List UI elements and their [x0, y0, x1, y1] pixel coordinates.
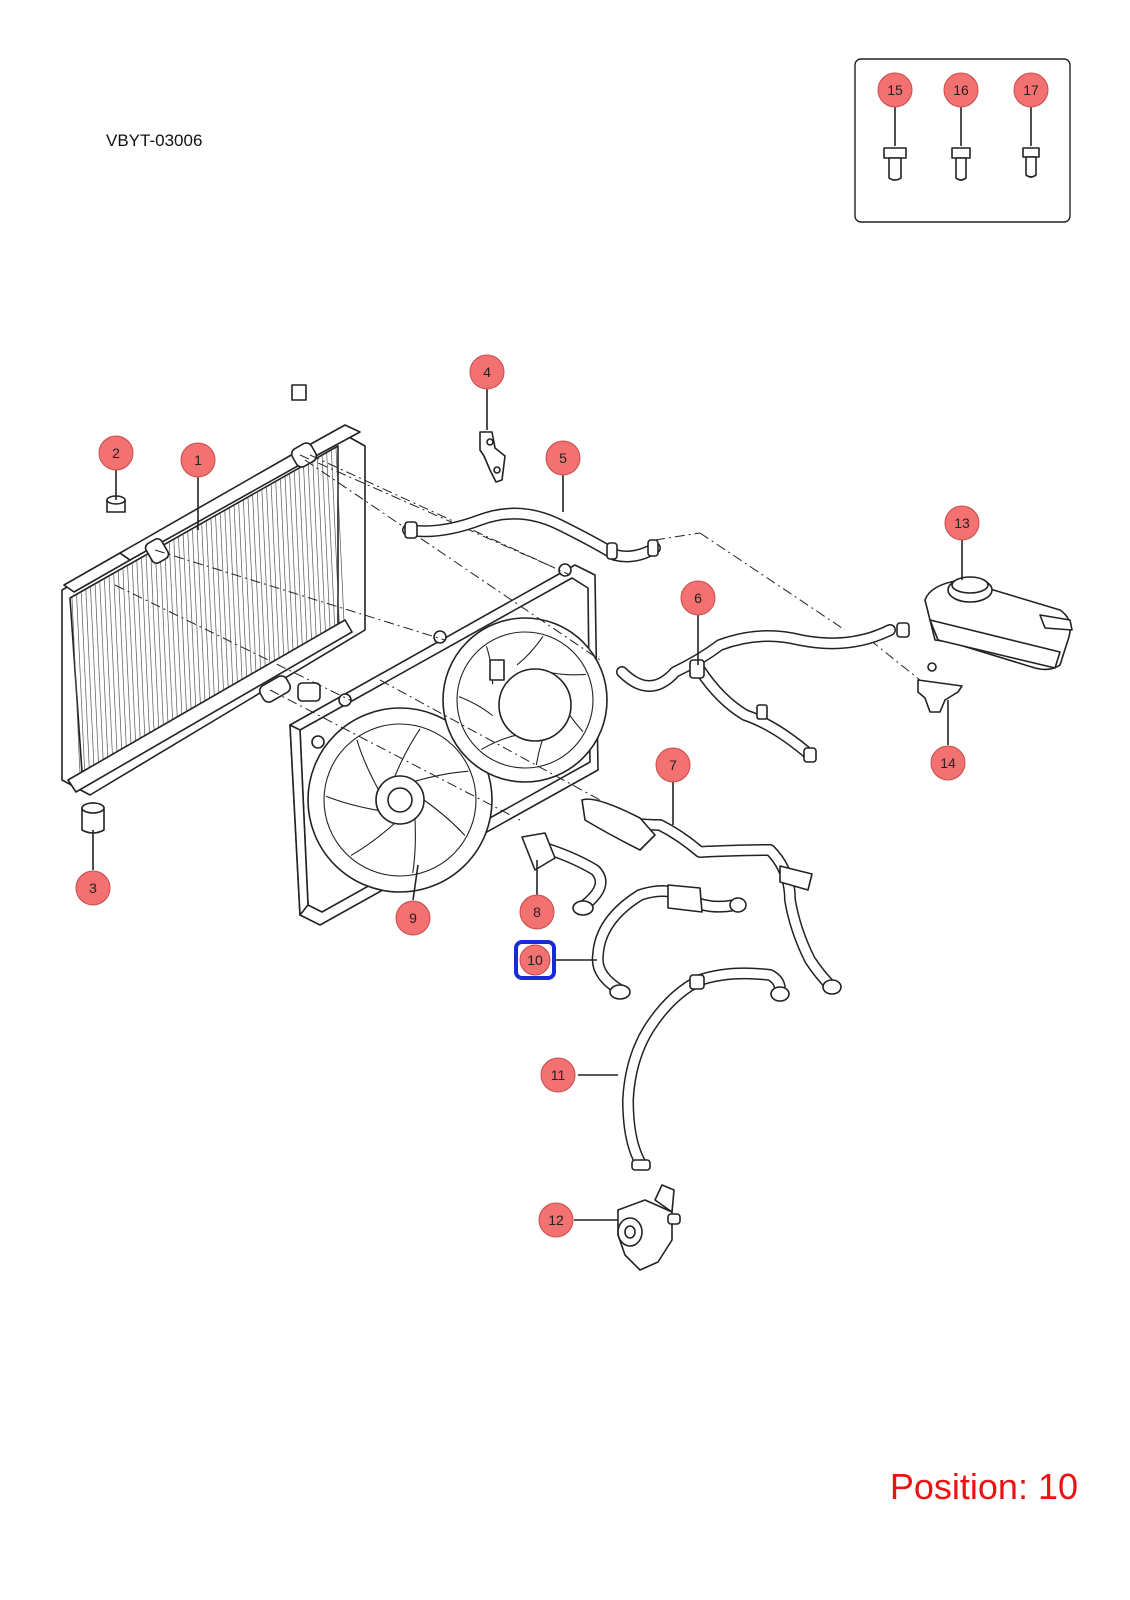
svg-text:6: 6: [694, 590, 702, 606]
hose-10: [591, 884, 747, 1000]
bracket-4-part: [479, 431, 506, 483]
bolt-15-icon: [883, 105, 907, 181]
fastener-inset: [854, 58, 1071, 223]
callout-9[interactable]: 9: [395, 900, 431, 936]
svg-text:4: 4: [483, 364, 491, 380]
expansion-tank-13: [896, 576, 1073, 671]
alignment-lines: [114, 454, 921, 821]
lower-mount-3: [81, 802, 105, 834]
diagram-code: VBYT-03006: [106, 131, 203, 150]
svg-text:12: 12: [548, 1212, 564, 1228]
svg-text:14: 14: [940, 755, 956, 771]
callout-3[interactable]: 3: [75, 870, 111, 906]
callout-12[interactable]: 12: [538, 1202, 574, 1238]
callout-15[interactable]: 15: [877, 72, 913, 108]
svg-text:15: 15: [887, 82, 903, 98]
svg-text:13: 13: [954, 515, 970, 531]
svg-text:5: 5: [559, 450, 567, 466]
callout-1[interactable]: 1: [180, 442, 216, 478]
callout-2[interactable]: 2: [98, 435, 134, 471]
callout-4[interactable]: 4: [469, 354, 505, 390]
svg-text:17: 17: [1023, 82, 1039, 98]
position-indicator: Position: 10: [889, 1466, 1078, 1507]
hose-7: [581, 798, 842, 995]
hose-8: [521, 832, 607, 916]
svg-text:16: 16: [953, 82, 969, 98]
upper-hose-5: [402, 507, 661, 563]
callout-14[interactable]: 14: [930, 745, 966, 781]
callout-6[interactable]: 6: [680, 580, 716, 616]
hose-11: [622, 967, 790, 1171]
callout-7[interactable]: 7: [655, 747, 691, 783]
svg-text:2: 2: [112, 445, 120, 461]
callout-13[interactable]: 13: [944, 505, 980, 541]
svg-text:9: 9: [409, 910, 417, 926]
water-pump-12: [617, 1184, 681, 1271]
svg-text:10: 10: [527, 952, 543, 968]
svg-text:8: 8: [533, 904, 541, 920]
selected-callout-highlight: [514, 940, 556, 980]
leader-lines: [92, 386, 963, 1221]
bolt-17-icon: [1022, 105, 1040, 178]
tank-bracket-14: [917, 662, 963, 713]
callout-10[interactable]: 10: [514, 940, 556, 980]
overflow-hose-6: [616, 624, 896, 763]
radiator-part: [61, 384, 366, 796]
callout-11[interactable]: 11: [540, 1057, 576, 1093]
callout-5[interactable]: 5: [545, 440, 581, 476]
fan-shroud-part: [289, 563, 608, 926]
radiator-fins: [71, 447, 345, 775]
callout-17[interactable]: 17: [1013, 72, 1049, 108]
svg-text:3: 3: [89, 880, 97, 896]
callout-8[interactable]: 8: [519, 894, 555, 930]
callout-16[interactable]: 16: [943, 72, 979, 108]
svg-text:11: 11: [551, 1067, 566, 1083]
svg-text:7: 7: [669, 757, 677, 773]
svg-text:1: 1: [194, 452, 202, 468]
bolt-16-icon: [951, 105, 971, 181]
